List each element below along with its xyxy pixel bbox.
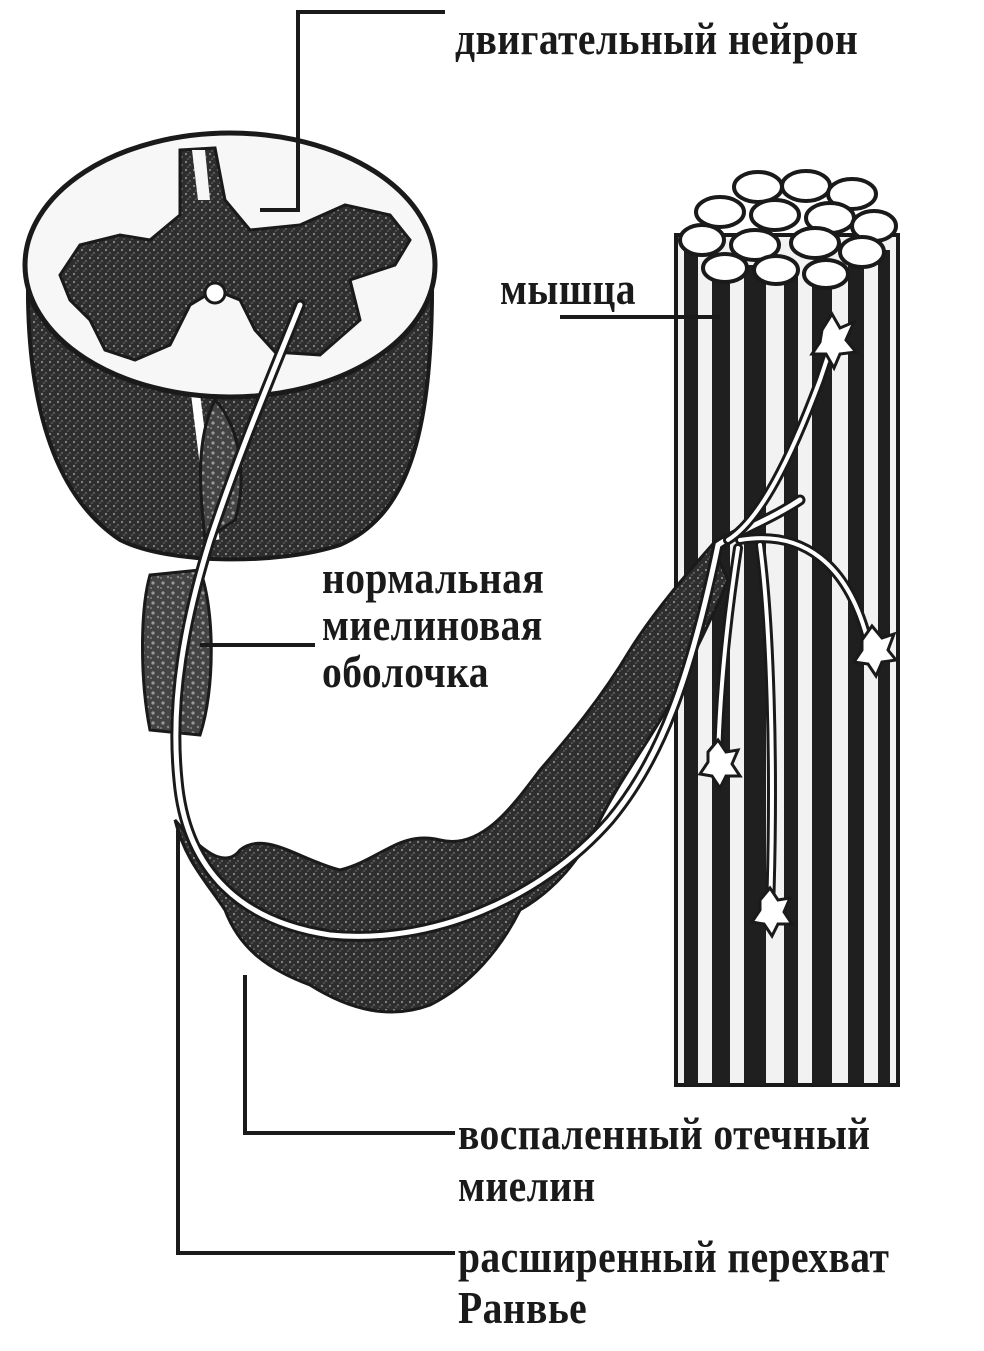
- label-ranvier: расширенный перехват Ранвье: [458, 1232, 889, 1333]
- label-normal-myelin-line2: миелиновая: [322, 602, 544, 649]
- label-ranvier-line2: Ранвье: [458, 1283, 889, 1334]
- label-motor-neuron: двигательный нейрон: [455, 14, 858, 64]
- label-inflamed-myelin-line2: миелин: [458, 1160, 870, 1212]
- label-ranvier-line1: расширенный перехват: [458, 1232, 889, 1283]
- label-muscle: мышца: [500, 264, 636, 314]
- label-inflamed-myelin-line1: воспаленный отечный: [458, 1108, 870, 1160]
- central-canal: [205, 283, 225, 303]
- label-normal-myelin: нормальная миелиновая оболочка: [322, 555, 544, 696]
- label-motor-neuron-text: двигательный нейрон: [455, 14, 858, 64]
- label-normal-myelin-line3: оболочка: [322, 649, 544, 696]
- label-muscle-text: мышца: [500, 264, 636, 314]
- label-normal-myelin-line1: нормальная: [322, 555, 544, 602]
- label-inflamed-myelin: воспаленный отечный миелин: [458, 1108, 870, 1211]
